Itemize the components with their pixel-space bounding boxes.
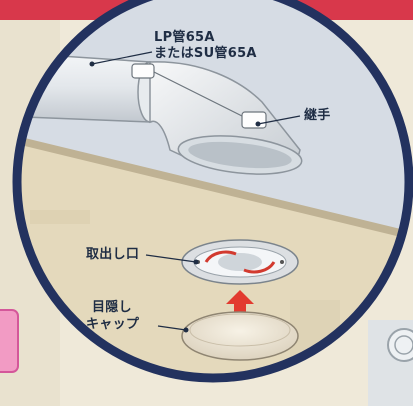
right-fan-vent [387, 328, 413, 362]
cap-label-line1: 目隠し [92, 300, 132, 315]
up-arrow-icon [226, 290, 254, 314]
cap-label-line2: キャップ [86, 317, 140, 332]
pipe-label-line1: LP管65A [154, 30, 215, 45]
outlet-ring-icon [181, 239, 299, 285]
left-pink-tab [0, 309, 19, 373]
joint-icon [241, 111, 267, 129]
circle-frame [12, 0, 413, 383]
outlet-label: 取出し口 [86, 247, 140, 262]
joint-label: 継手 [304, 108, 331, 123]
pipe-label-line2: またはSU管65A [154, 46, 257, 61]
cap-disc-icon [181, 311, 299, 361]
